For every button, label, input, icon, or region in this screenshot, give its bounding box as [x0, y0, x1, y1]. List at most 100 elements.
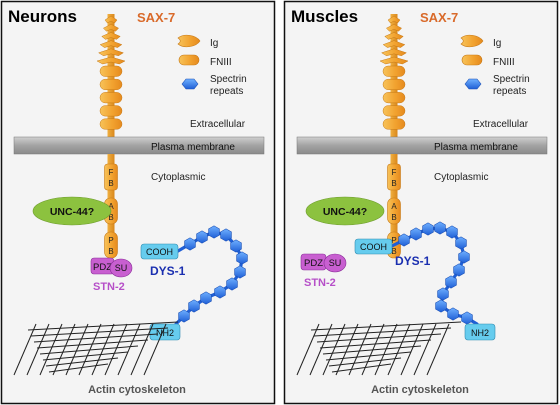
spectrin-repeat	[234, 265, 246, 279]
plasma-membrane-label: Plasma membrane	[434, 142, 518, 153]
actin-filament	[52, 323, 76, 376]
actin-filament	[361, 323, 385, 376]
sax7-label: SAX-7	[137, 10, 175, 25]
spectrin-hexagon-icon	[464, 78, 482, 90]
spectrin-repeat	[453, 263, 465, 277]
fniii-domain	[382, 65, 406, 77]
fniii-icon	[178, 54, 200, 66]
pdz-label: PDZ	[93, 262, 112, 273]
cooh-label: COOH	[146, 247, 173, 257]
fniii-domain	[382, 118, 406, 130]
su-label: SU	[329, 258, 342, 268]
legend-spectrin-line2: repeats	[210, 86, 243, 97]
spectrin-hexagon-icon	[181, 78, 199, 90]
dys1-label: DYS-1	[150, 264, 186, 278]
plasma-membrane	[13, 136, 265, 155]
ig-domain	[96, 56, 126, 65]
plasma-membrane	[296, 136, 548, 155]
fb-domain	[104, 163, 118, 191]
actin-filament	[13, 323, 37, 376]
actin-filament	[26, 323, 50, 376]
legend-fniii-label: FNIII	[493, 57, 515, 68]
actin-filament	[310, 321, 462, 331]
su-domain	[109, 258, 133, 278]
ig-domain	[387, 15, 401, 24]
actin-filament	[313, 327, 452, 337]
ig-domain	[101, 32, 121, 40]
ig-icon	[177, 34, 201, 48]
fb-f-label: F	[109, 168, 114, 177]
panel-title: Neurons	[8, 7, 77, 26]
dys1-label: DYS-1	[395, 254, 431, 268]
ig-domain	[385, 23, 403, 32]
spectrin-repeat	[398, 233, 410, 247]
nh2-label: NH2	[156, 328, 174, 338]
stn2-label: STN-2	[93, 281, 125, 293]
actin-meshwork	[296, 321, 462, 376]
extracellular-label: Extracellular	[190, 119, 246, 130]
actin-filament	[413, 323, 437, 376]
actin-meshwork	[13, 321, 179, 376]
actin-filament	[27, 321, 179, 331]
actin-filament	[104, 323, 128, 376]
spectrin-repeat	[461, 311, 473, 325]
ig-domain	[379, 56, 409, 65]
spectrin-repeat	[220, 228, 232, 242]
spectrin-repeat	[422, 222, 434, 236]
spectrin-repeat	[226, 277, 238, 291]
ab-a-label: A	[391, 202, 397, 211]
actin-filament	[117, 323, 141, 376]
pb-b-label: B	[108, 247, 113, 256]
ig-icon	[460, 34, 484, 48]
fb-f-label: F	[392, 168, 397, 177]
ab-b-label: B	[391, 213, 396, 222]
actin-filament	[78, 323, 102, 376]
actin-filament	[309, 323, 333, 376]
fniii-domain	[99, 92, 123, 104]
su-domain	[323, 253, 347, 273]
ig-domain	[381, 48, 407, 57]
fniii-domain	[382, 78, 406, 90]
dys1-spectrin-chain	[174, 225, 248, 326]
fb-b-label: B	[391, 179, 396, 188]
pb-p-label: P	[391, 236, 396, 245]
spectrin-repeat	[435, 299, 447, 313]
spectrin-repeat	[410, 227, 422, 241]
spectrin-repeat	[455, 236, 467, 250]
unc44-label: UNC-44?	[323, 206, 367, 218]
ab-domain	[387, 197, 401, 225]
plasma-membrane-label: Plasma membrane	[151, 142, 235, 153]
spectrin-repeat	[214, 285, 226, 299]
fniii-icon	[461, 54, 483, 66]
legend-spectrin-line1: Spectrin	[493, 74, 530, 85]
actin-filament	[387, 323, 411, 376]
cooh-label: COOH	[360, 242, 387, 252]
legend-fniii-label: FNIII	[210, 57, 232, 68]
ig-domain	[99, 40, 123, 48]
cooh-box	[354, 238, 393, 255]
fniii-domain	[99, 65, 123, 77]
actin-filament	[331, 363, 392, 373]
actin-filament	[48, 363, 109, 373]
cooh-box	[140, 243, 179, 260]
fb-domain	[387, 163, 401, 191]
fniii-domain	[382, 105, 406, 117]
spectrin-repeat	[230, 239, 242, 253]
su-label: SU	[115, 263, 128, 273]
ig-domain	[384, 32, 404, 40]
spectrin-repeat	[445, 275, 457, 289]
actin-filament	[30, 327, 169, 337]
actin-filament	[400, 323, 424, 376]
actin-filament	[426, 323, 450, 376]
actin-filament	[39, 345, 139, 355]
legend-spectrin-line2: repeats	[493, 86, 526, 97]
nh2-label: NH2	[471, 328, 489, 338]
spectrin-repeat	[447, 307, 459, 321]
pb-p-label: P	[108, 236, 113, 245]
extracellular-label: Extracellular	[473, 119, 529, 130]
panel-title: Muscles	[291, 7, 358, 26]
